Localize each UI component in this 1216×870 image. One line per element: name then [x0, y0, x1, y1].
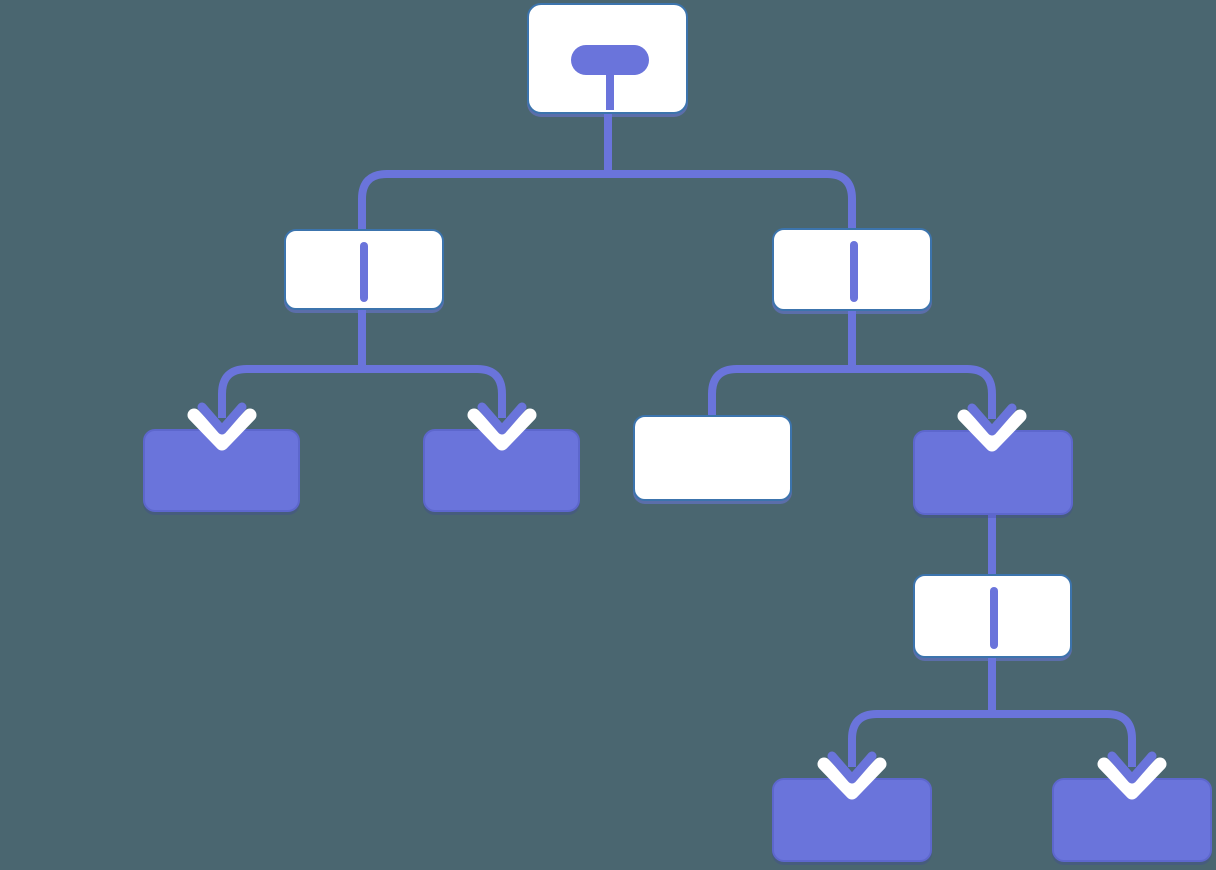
connector-left-children-elbow: [218, 365, 506, 418]
node-branch-left[interactable]: [284, 229, 444, 310]
node-leaf-5[interactable]: [1052, 778, 1212, 862]
node-root[interactable]: [527, 3, 688, 114]
node-leaf-4[interactable]: [772, 778, 932, 862]
pass-through-line-icon: [850, 241, 858, 302]
connector-right-children-elbow: [708, 365, 996, 420]
node-branch-right[interactable]: [772, 228, 932, 311]
connector-level2-elbow: [358, 170, 856, 233]
node-leaf-3[interactable]: [633, 415, 792, 501]
node-branch-bottom[interactable]: [913, 574, 1072, 658]
node-branch-deep[interactable]: [913, 430, 1073, 515]
connector-bottom-children-elbow: [848, 710, 1136, 767]
collapsed-branch-pill-icon: [571, 45, 649, 75]
pass-through-line-icon: [990, 587, 998, 649]
pass-through-line-icon: [360, 242, 368, 302]
node-leaf-2[interactable]: [423, 429, 580, 512]
pill-stem-icon: [606, 75, 614, 110]
node-leaf-1[interactable]: [143, 429, 300, 512]
